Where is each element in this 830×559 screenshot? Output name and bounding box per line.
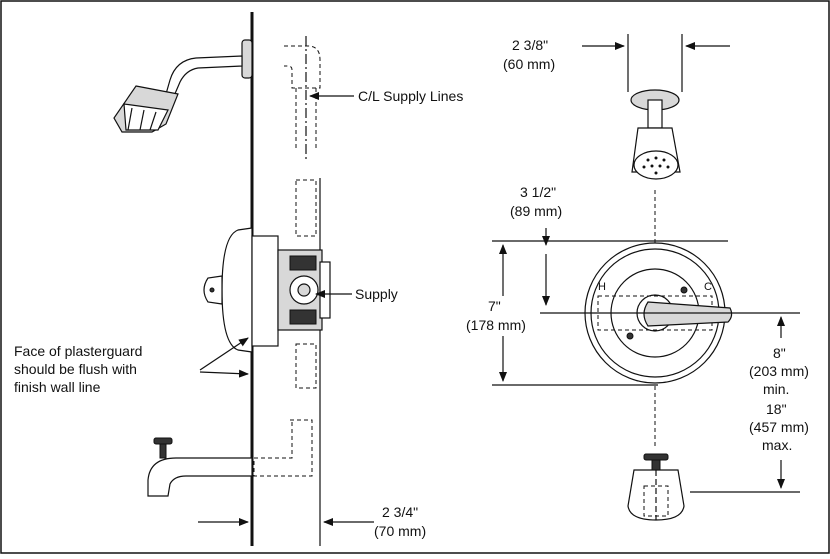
valve-body-icon <box>203 227 331 353</box>
flush-note-line-2: should be flush with <box>14 361 137 377</box>
showerhead-side-icon <box>113 39 253 133</box>
diameter-label: 7" <box>488 298 501 314</box>
showerhead-front-icon <box>630 89 681 180</box>
arm-width-label: 2 3/8" <box>512 37 548 53</box>
flush-arrow-lower <box>199 369 249 378</box>
spout-max-word: max. <box>762 437 792 453</box>
arm-width-mm-label: (60 mm) <box>503 56 555 72</box>
tub-spout-front-icon <box>627 453 685 521</box>
valve-cold-mark: C <box>704 281 712 293</box>
diameter-mm-label: (178 mm) <box>466 317 526 333</box>
side-view: C/L Supply Lines Supply Face of plasterg… <box>14 12 463 546</box>
flush-note-line-1: Face of plasterguard <box>14 343 142 359</box>
spout-min-word: min. <box>763 381 789 397</box>
supply-lines-label: C/L Supply Lines <box>358 88 463 104</box>
spout-max-mm-label: (457 mm) <box>749 419 809 435</box>
spout-min-mm-label: (203 mm) <box>749 363 809 379</box>
offset-label: 3 1/2" <box>520 184 556 200</box>
flush-note-line-3: finish wall line <box>14 379 101 395</box>
supply-label: Supply <box>355 286 398 302</box>
offset-mm-label: (89 mm) <box>510 203 562 219</box>
flush-arrow-upper <box>199 337 249 371</box>
wall-depth-mm-label: (70 mm) <box>374 523 426 539</box>
spout-max-label: 18" <box>766 401 787 417</box>
wall-depth-label: 2 3/4" <box>382 504 418 520</box>
lower-riser-pipe <box>295 343 317 389</box>
valve-hot-mark: H <box>598 281 606 293</box>
lower-supply-elbow <box>253 419 313 477</box>
front-view: 2 3/8" (60 mm) H C <box>466 34 809 521</box>
tub-spout-icon <box>147 437 253 497</box>
spout-min-label: 8" <box>773 345 786 361</box>
riser-pipe <box>295 179 317 237</box>
upper-supply-elbow <box>284 45 321 89</box>
